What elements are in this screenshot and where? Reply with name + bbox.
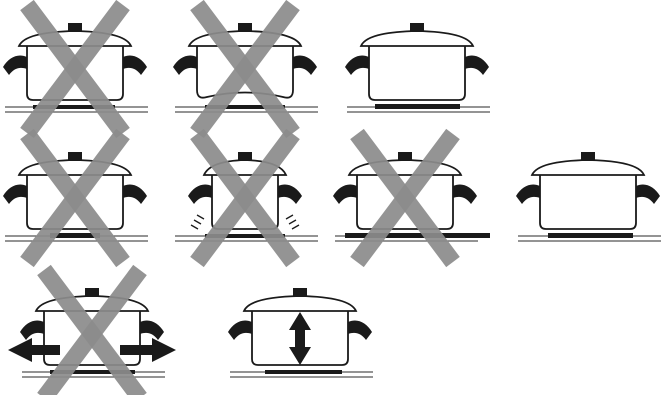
- pot-lid: [19, 160, 131, 175]
- left-handle: [173, 55, 197, 75]
- figure-4-zone-too-small: [3, 134, 148, 262]
- vibration-mark: [194, 220, 201, 224]
- vibration-mark: [197, 215, 204, 219]
- figure-5-wobbly-uneven: [175, 134, 318, 262]
- lid-knob: [85, 288, 99, 296]
- right-handle: [278, 184, 302, 204]
- right-handle: [293, 55, 317, 75]
- pot-lid: [532, 160, 644, 175]
- figure-7-correct: [516, 152, 661, 241]
- pot-lid: [244, 296, 356, 311]
- lid-knob: [293, 288, 307, 296]
- vibration-mark: [191, 225, 198, 229]
- left-handle: [20, 320, 44, 340]
- figure-2-warped-bottom: [173, 5, 318, 133]
- cooking-zone: [548, 233, 633, 238]
- figure-6-pot-too-small: [333, 134, 490, 262]
- left-handle: [228, 320, 252, 340]
- vibration-mark: [286, 215, 293, 219]
- pot-body: [369, 45, 465, 100]
- right-handle: [348, 320, 372, 340]
- lid-knob: [410, 23, 424, 31]
- figure-1-zone-too-small: [3, 5, 148, 133]
- figure-3-correct: [345, 23, 490, 112]
- lid-knob: [238, 152, 252, 160]
- pot-lid: [349, 160, 461, 175]
- pot-lid: [36, 296, 148, 311]
- right-handle: [140, 320, 164, 340]
- left-handle: [516, 184, 540, 204]
- right-handle: [123, 55, 147, 75]
- pot-lid: [361, 31, 473, 46]
- right-handle: [453, 184, 477, 204]
- cooking-zone: [265, 370, 342, 374]
- left-handle: [188, 184, 212, 204]
- lid-knob: [581, 152, 595, 160]
- left-handle: [333, 184, 357, 204]
- lid-knob: [238, 23, 252, 31]
- vibration-mark: [289, 220, 296, 224]
- right-handle: [123, 184, 147, 204]
- right-handle: [636, 184, 660, 204]
- left-handle: [3, 184, 27, 204]
- lid-knob: [68, 23, 82, 31]
- left-handle: [345, 55, 369, 75]
- lid-knob: [398, 152, 412, 160]
- figure-9-correct-with-height-arrow: [228, 288, 373, 377]
- vibration-mark: [292, 225, 299, 229]
- figure-8-off-center: [8, 270, 176, 395]
- right-handle: [465, 55, 489, 75]
- pot-lid: [19, 31, 131, 46]
- pot-lid: [189, 31, 301, 46]
- left-handle: [3, 55, 27, 75]
- pot-body: [540, 174, 636, 229]
- cooking-zone: [375, 104, 460, 109]
- lid-knob: [68, 152, 82, 160]
